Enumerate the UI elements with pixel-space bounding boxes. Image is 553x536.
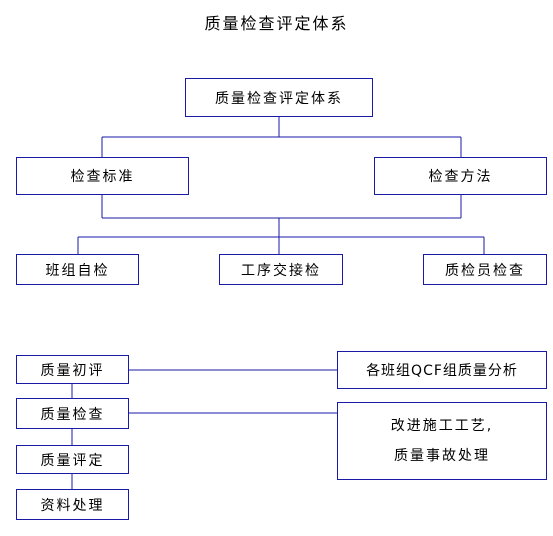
root-node: 质量检查评定体系	[185, 78, 373, 117]
inspection-method-node: 检查方法	[374, 157, 547, 195]
page-title: 质量检查评定体系	[204, 14, 349, 33]
initial-assessment-step: 质量初评	[16, 355, 129, 384]
improvement-line-1: 改进施工工艺,	[390, 418, 494, 434]
handover-check-node: 工序交接检	[219, 254, 343, 285]
inspection-standard-node: 检查标准	[16, 157, 189, 195]
qc-group-analysis-node: 各班组QCF组质量分析	[337, 351, 547, 389]
inspector-check-node: 质检员检查	[423, 254, 547, 285]
improvement-line-2: 质量事故处理	[394, 448, 490, 464]
quality-check-step: 质量检查	[16, 398, 129, 429]
quality-assessment-step: 质量评定	[16, 445, 129, 474]
data-processing-step: 资料处理	[16, 489, 129, 520]
team-self-check-node: 班组自检	[16, 254, 139, 285]
improvement-node: 改进施工工艺, 质量事故处理	[337, 402, 547, 480]
